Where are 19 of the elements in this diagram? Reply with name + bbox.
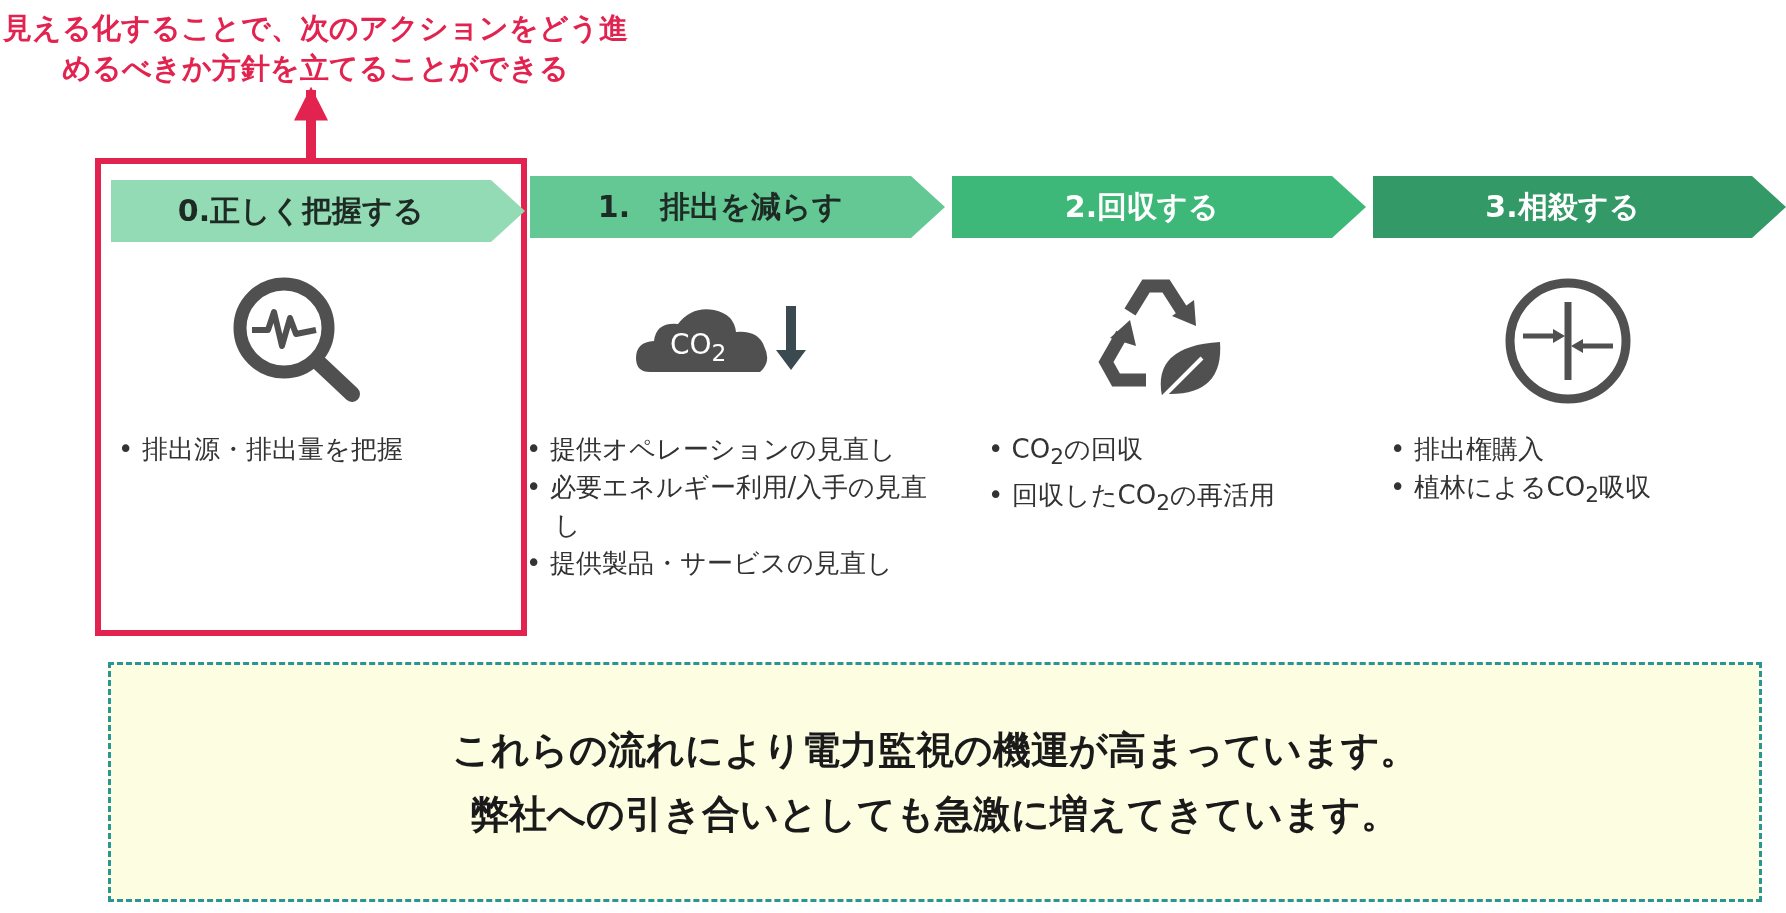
callout-text: 見える化することで、次のアクションをどう進めるべきか方針を立てることができる — [0, 8, 630, 88]
message-text: 弊社への引き合いとしても急激に増えてきています。 — [471, 791, 1399, 838]
bullet-text: • 排出源・排出量を把握 — [118, 433, 404, 466]
step-banner: 1. 排出を減らす — [530, 176, 945, 238]
bullet-text: • CO$_{2}$の回収 — [988, 433, 1144, 472]
bullet-text: • 提供製品・サービスの見直し — [526, 547, 894, 580]
arrow — [294, 86, 328, 158]
bullet-text: • 回収したCO$_{2}$の再活用 — [988, 479, 1276, 518]
message-box — [108, 662, 1762, 902]
highlight-frame — [95, 158, 527, 636]
bullet-text: • 植林によるCO$_{2}$吸収 — [1390, 471, 1652, 510]
step-banner: 0.正しく把握する — [111, 180, 525, 242]
bullet-text: • 提供オペレーションの見直し — [526, 433, 897, 466]
step-banner: 3.相殺する — [1373, 176, 1786, 238]
message-text: これらの流れにより電力監視の機運が高まっています。 — [452, 727, 1418, 774]
step-banner: 2.回収する — [952, 176, 1366, 238]
bullet-text: • 必要エネルギー利用/入手の見直し — [526, 471, 929, 542]
bullet-text: • 排出権購入 — [1390, 433, 1545, 466]
cloud-label: CO$_{2}$ — [670, 328, 727, 369]
